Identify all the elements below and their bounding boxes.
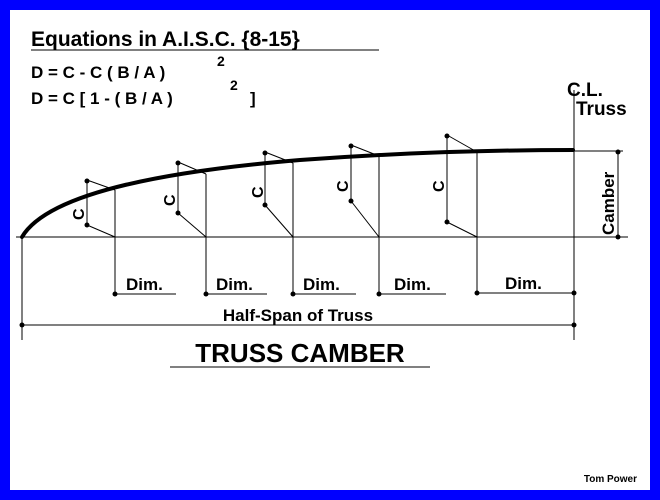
- dim-dot-1: [112, 291, 118, 297]
- c-extension-top: [86, 179, 116, 191]
- camber-curve: [20, 148, 575, 239]
- camber-label: Camber: [599, 171, 618, 235]
- dim-dot-2: [203, 291, 209, 297]
- half-span-dot-start: [19, 322, 25, 328]
- equation-1-exponent: 2: [217, 53, 225, 69]
- ordinate-group-4: C: [335, 143, 380, 294]
- c-label: C: [431, 180, 448, 192]
- c-dot-bottom: [84, 222, 90, 228]
- c-extension-bottom: [264, 204, 294, 238]
- c-extension-bottom: [86, 224, 116, 238]
- c-label: C: [71, 208, 88, 220]
- dim-label-4: Dim.: [394, 275, 431, 294]
- dim-dot-5-end: [571, 290, 577, 296]
- c-extension-top: [177, 161, 207, 175]
- c-label: C: [250, 186, 267, 198]
- c-label: C: [162, 194, 179, 206]
- c-dot-bottom: [262, 202, 268, 208]
- c-dot-top: [84, 178, 90, 184]
- dim-dot-3: [290, 291, 296, 297]
- c-dot-bottom: [348, 198, 354, 204]
- c-extension-top: [350, 144, 380, 157]
- dim-dot-5-start: [474, 290, 480, 296]
- centerline-label: C.L.: [567, 80, 603, 101]
- c-extension-bottom: [350, 200, 380, 238]
- dim-label-1: Dim.: [126, 275, 163, 294]
- c-extension-top: [446, 134, 478, 153]
- equation-1: D = C - C ( B / A ): [31, 63, 165, 82]
- ordinate-group-5: C: [431, 133, 478, 294]
- half-span-dot-end: [571, 322, 577, 328]
- dim-label-3: Dim.: [303, 275, 340, 294]
- camber-dot-bottom: [615, 234, 621, 240]
- equations-heading: Equations in A.I.S.C. {8-15}: [31, 28, 300, 51]
- camber-dot-top: [615, 149, 621, 155]
- equation-2: D = C [ 1 - ( B / A ): [31, 89, 173, 108]
- c-label: C: [335, 180, 352, 192]
- ordinate-group-1: C: [71, 178, 116, 294]
- c-dot-bottom: [175, 210, 181, 216]
- dim-label-5: Dim.: [505, 274, 542, 293]
- c-extension-top: [264, 151, 294, 164]
- diagram-canvas: Equations in A.I.S.C. {8-15} D = C - C (…: [10, 10, 650, 490]
- truss-camber-diagram: Equations in A.I.S.C. {8-15} D = C - C (…: [16, 28, 637, 485]
- c-extension-bottom: [177, 212, 207, 238]
- c-dot-top: [444, 133, 450, 139]
- c-dot-top: [262, 150, 268, 156]
- equation-2-close-bracket: ]: [250, 89, 256, 108]
- c-dot-top: [348, 143, 354, 149]
- truss-label: Truss: [576, 99, 627, 120]
- diagram-title: TRUSS CAMBER: [195, 338, 405, 368]
- half-span-label: Half-Span of Truss: [223, 306, 373, 325]
- author-credit: Tom Power: [584, 474, 637, 485]
- c-dot-top: [175, 160, 181, 166]
- dim-dot-4: [376, 291, 382, 297]
- dim-label-2: Dim.: [216, 275, 253, 294]
- c-dot-bottom: [444, 219, 450, 225]
- ordinate-group-2: C: [162, 160, 207, 294]
- c-extension-bottom: [446, 221, 478, 238]
- equation-2-exponent: 2: [230, 77, 238, 93]
- ordinate-group-3: C: [250, 150, 294, 294]
